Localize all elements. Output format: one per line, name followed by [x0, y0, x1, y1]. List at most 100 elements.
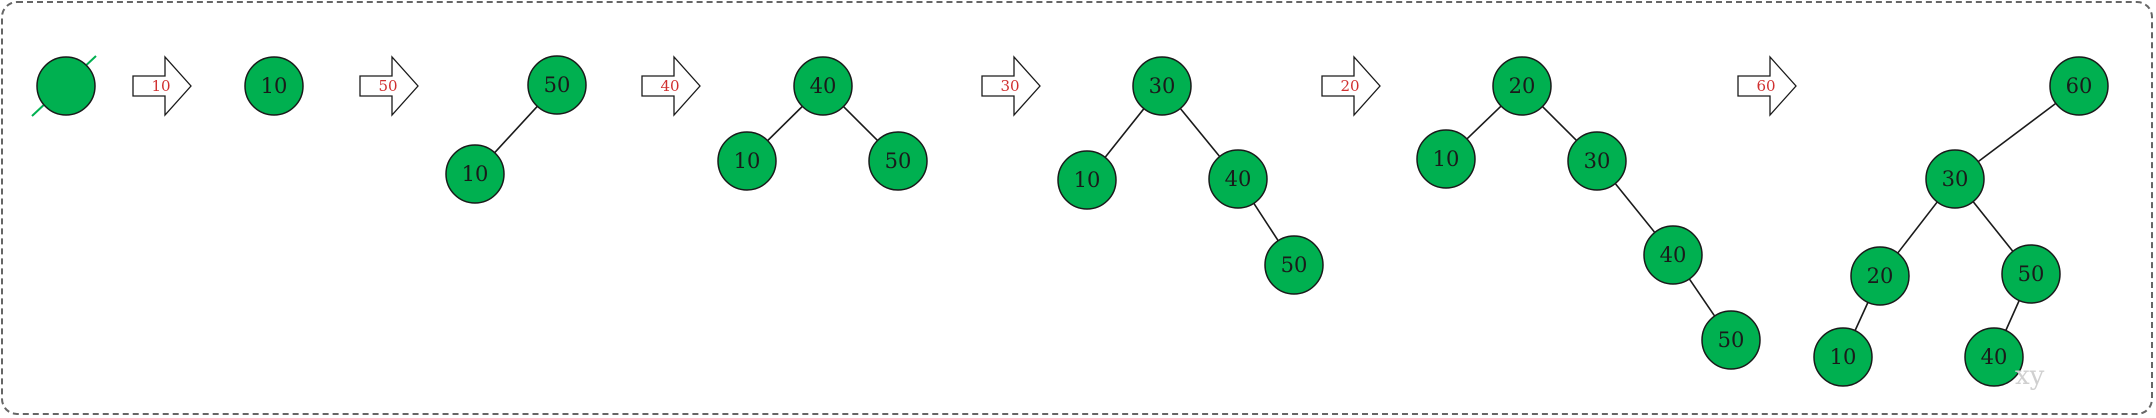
node-label: 40: [1981, 345, 2008, 369]
tree-node-10: 10: [1813, 327, 1873, 387]
watermark: xy: [2015, 361, 2045, 391]
tree-edge-20-30: [1541, 105, 1578, 142]
tree-edge-50-10: [494, 105, 538, 154]
node-circle: [1850, 246, 1910, 306]
node-label: 50: [2018, 262, 2045, 286]
node-label: 10: [462, 162, 489, 186]
node-label: 60: [2066, 74, 2093, 98]
arrows-layer: 10 50 40 30 20 60: [132, 55, 1797, 117]
tree-edge-40-50: [842, 105, 879, 142]
insert-value-label: 40: [660, 77, 679, 95]
tree-node-40: 40: [1208, 149, 1268, 209]
node-circle: [445, 144, 505, 204]
tree-edge-30-10: [1104, 108, 1145, 158]
insert-arrow-30: 30: [981, 55, 1041, 117]
tree-edge-30-40: [1179, 107, 1221, 158]
tree-node-50: 50: [1264, 235, 1324, 295]
node-circle: [1057, 150, 1117, 210]
insert-value-label: 10: [151, 77, 170, 95]
node-circle: [717, 131, 777, 191]
tree-edge-40-50: [1253, 202, 1279, 242]
tree-node-40: 40: [1643, 225, 1703, 285]
tree-node-10: 10: [1416, 129, 1476, 189]
tree-edge-30-20: [1897, 201, 1938, 254]
tree-node-40: 40: [793, 56, 853, 116]
tree-node-60: 60: [2049, 56, 2109, 116]
node-circle: [2001, 244, 2061, 304]
insert-arrow-50: 50: [359, 55, 419, 117]
node-label: 50: [885, 149, 912, 173]
tree-node-50: 50: [527, 55, 587, 115]
edges-layer: [494, 102, 2057, 331]
insert-value-label: 20: [1340, 77, 1359, 95]
node-circle: [244, 56, 304, 116]
right-arrow-icon: [1737, 55, 1797, 117]
tree-node-40: 40: [1964, 327, 2024, 387]
node-circle: [1701, 310, 1761, 370]
empty-tree-node: [31, 55, 97, 117]
node-circle: [1813, 327, 1873, 387]
insert-arrow-60: 60: [1737, 55, 1797, 117]
node-label: 10: [734, 149, 761, 173]
insert-arrow-40: 40: [641, 55, 701, 117]
node-circle: [1416, 129, 1476, 189]
node-circle: [527, 55, 587, 115]
node-circle: [1132, 56, 1192, 116]
insert-value-label: 30: [1000, 77, 1019, 95]
node-circle: [1643, 225, 1703, 285]
tree-node-30: 30: [1925, 149, 1985, 209]
node-circle: [1492, 56, 1552, 116]
tree-node-50: 50: [1701, 310, 1761, 370]
empty-node-circle: [36, 56, 96, 116]
tree-node-50: 50: [868, 131, 928, 191]
tree-node-20: 20: [1492, 56, 1552, 116]
right-arrow-icon: [641, 55, 701, 117]
node-label: 40: [1225, 167, 1252, 191]
node-label: 20: [1509, 74, 1536, 98]
node-label: 40: [810, 74, 837, 98]
tree-node-30: 30: [1567, 131, 1627, 191]
tree-node-30: 30: [1132, 56, 1192, 116]
node-label: 10: [1074, 168, 1101, 192]
tree-node-10: 10: [445, 144, 505, 204]
insert-value-label: 60: [1756, 77, 1775, 95]
tree-node-10: 10: [717, 131, 777, 191]
tree-node-50: 50: [2001, 244, 2061, 304]
node-circle: [2049, 56, 2109, 116]
insert-arrow-10: 10: [132, 55, 192, 117]
node-label: 30: [1149, 74, 1176, 98]
node-label: 50: [544, 73, 571, 97]
node-circle: [1964, 327, 2024, 387]
tree-edge-40-10: [767, 105, 803, 142]
node-circle: [1925, 149, 1985, 209]
node-circle: [1264, 235, 1324, 295]
right-arrow-icon: [981, 55, 1041, 117]
node-label: 30: [1942, 167, 1969, 191]
node-circle: [1208, 149, 1268, 209]
node-label: 50: [1718, 328, 1745, 352]
tree-edge-50-40: [2005, 300, 2020, 331]
tree-edge-20-10: [1854, 302, 1869, 331]
tree-edge-40-50: [1688, 278, 1716, 317]
node-label: 10: [1830, 345, 1857, 369]
insert-arrow-20: 20: [1321, 55, 1381, 117]
node-label: 30: [1584, 149, 1611, 173]
tree-edge-30-50: [1972, 201, 2014, 252]
tree-node-10: 10: [1057, 150, 1117, 210]
node-circle: [868, 131, 928, 191]
node-label: 20: [1867, 264, 1894, 288]
node-label: 40: [1660, 243, 1687, 267]
node-label: 10: [1433, 147, 1460, 171]
right-arrow-icon: [1321, 55, 1381, 117]
node-label: 10: [261, 74, 288, 98]
tree-edge-30-40: [1614, 183, 1656, 233]
tree-node-10: 10: [244, 56, 304, 116]
right-arrow-icon: [359, 55, 419, 117]
node-label: 50: [1281, 253, 1308, 277]
node-circle: [793, 56, 853, 116]
tree-edge-60-30: [1977, 102, 2057, 163]
node-circle: [1567, 131, 1627, 191]
